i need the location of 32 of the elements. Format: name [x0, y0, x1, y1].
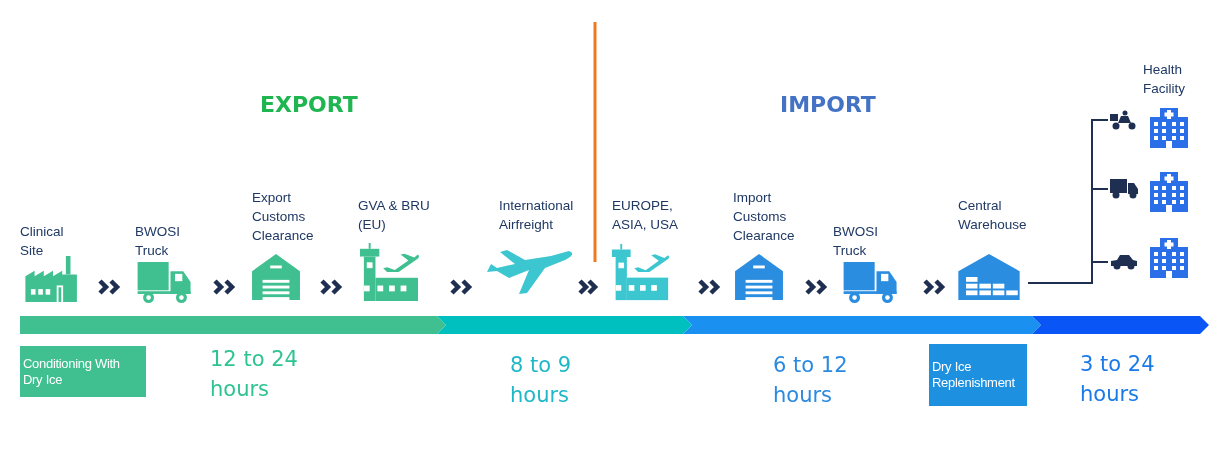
hospital-icon [1150, 238, 1188, 278]
step-label: Import Customs Clearance [733, 189, 796, 245]
step-label: Clinical Site [20, 223, 65, 260]
duration-label: 6 to 12 hours [773, 352, 849, 409]
duration-label: 3 to 24 hours [1080, 351, 1156, 408]
chevron-arrow [97, 278, 121, 296]
step-label: GVA & BRU (EU) [358, 197, 431, 234]
connector-line [1027, 261, 1109, 284]
step-label: BWOSI Truck [833, 223, 879, 260]
chevron-arrow [922, 278, 946, 296]
section-heading: EXPORT [260, 91, 359, 119]
duration-label: 8 to 9 hours [510, 352, 573, 409]
step-label: Central Warehouse [958, 197, 1028, 234]
hospital-icon [1150, 172, 1188, 212]
chevron-arrow [577, 278, 599, 296]
chevron-arrow [697, 278, 721, 296]
note-card: Dry Ice Replenishment [929, 344, 1027, 406]
chevron-arrow [449, 278, 473, 296]
note-card: Conditioning With Dry Ice [20, 346, 146, 397]
section-heading: IMPORT [780, 91, 877, 119]
truck-icon [1110, 179, 1138, 199]
chevron-arrow [212, 278, 236, 296]
step-label: EUROPE, ASIA, USA [612, 197, 680, 234]
duration-label: 12 to 24 hours [210, 346, 299, 403]
chevron-arrow [319, 278, 343, 296]
step-label: International Airfreight [499, 197, 575, 234]
step-label: BWOSI Truck [135, 223, 181, 260]
car-icon [1110, 254, 1138, 270]
step-label: Export Customs Clearance [252, 189, 315, 245]
step-label: Health Facility [1143, 61, 1186, 98]
chevron-arrow [804, 278, 828, 296]
scooter-icon [1110, 110, 1138, 130]
